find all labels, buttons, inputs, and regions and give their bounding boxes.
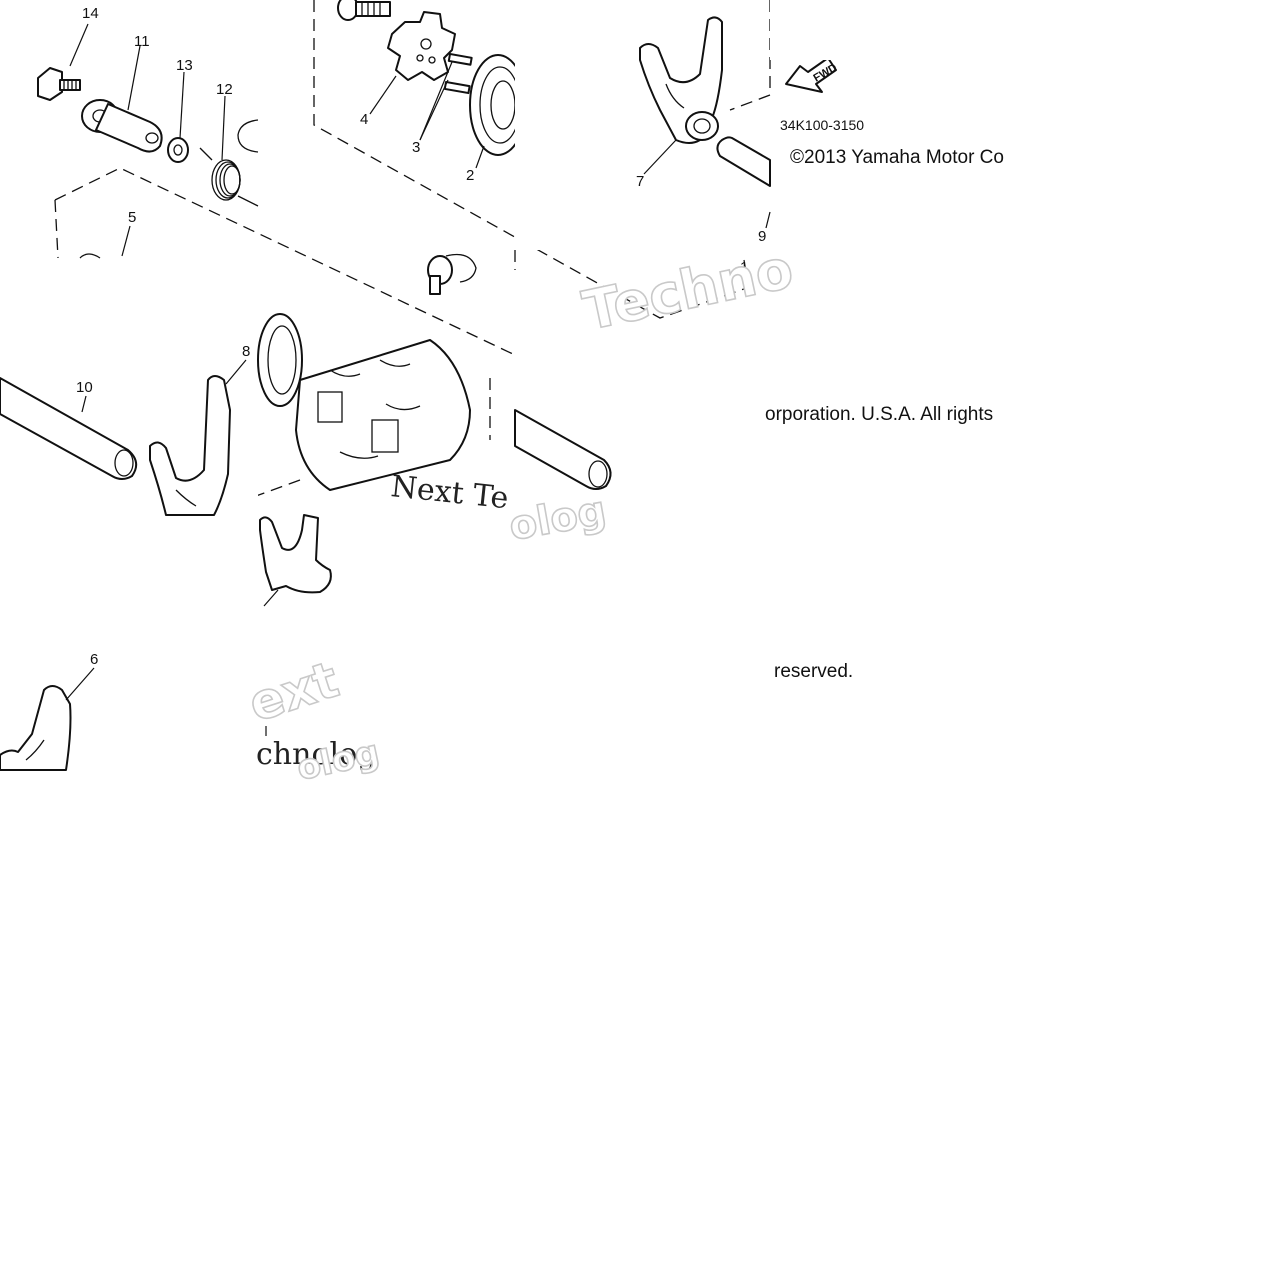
part-13-washer — [167, 137, 189, 163]
watermark-olog: olog — [506, 488, 610, 550]
part-11-shift-arm — [81, 99, 163, 153]
fwd-arrow-icon — [785, 57, 837, 93]
part-8-shift-fork — [149, 375, 231, 516]
callout-2: 2 — [466, 167, 474, 184]
callout-8: 8 — [242, 343, 250, 360]
missing-tile-1 — [515, 0, 637, 250]
callout-7: 7 — [636, 173, 644, 190]
fwd-label: FWD — [812, 62, 840, 85]
part-7-shift-fork — [639, 16, 723, 144]
callout-13: 13 — [176, 57, 193, 74]
part-14-bolt — [37, 67, 81, 101]
callout-10: 10 — [76, 379, 93, 396]
part-3-pins — [443, 53, 473, 95]
callout-numbers: 14 11 13 12 4 3 2 7 9 5 10 8 6 1 — [76, 5, 766, 668]
callout-4: 4 — [360, 111, 368, 128]
part-9-guide-bar — [716, 136, 771, 187]
shift-drum-assembly — [257, 253, 477, 491]
callout-3: 3 — [412, 139, 420, 156]
copyright-text: ©2013 Yamaha Motor Co — [790, 147, 1004, 168]
callout-1: 1 — [740, 259, 748, 276]
watermark-fragments: Techno ext chnolog Next Te olog olog — [241, 236, 799, 789]
rights-text: orporation. U.S.A. All rights — [765, 404, 993, 425]
callout-12: 12 — [216, 81, 233, 98]
callout-14: 14 — [82, 5, 99, 22]
callout-11: 11 — [134, 33, 150, 50]
leader-lines — [65, 23, 771, 736]
diagram-code: 34K100-3150 — [780, 117, 864, 133]
part-12-spring — [199, 119, 259, 207]
blank-top-right — [770, 0, 1285, 60]
watermark-chnolog: chnolog — [256, 737, 376, 772]
watermark-techno: Techno — [578, 237, 799, 343]
part-bolt-top — [337, 0, 391, 21]
part-lower-shift-fork — [259, 514, 332, 607]
callout-9: 9 — [758, 228, 766, 245]
part-shaft-right — [514, 409, 612, 490]
part-10-shift-fork-shaft — [0, 377, 138, 480]
part-4-shift-segment — [387, 11, 456, 81]
fragment-arc — [79, 253, 101, 259]
part-6-shift-fork — [0, 685, 72, 771]
callout-5: 5 — [128, 209, 136, 226]
callout-6: 6 — [90, 651, 98, 668]
watermark-next-te: Next Te — [389, 469, 510, 516]
reserved-text: reserved. — [774, 661, 853, 682]
